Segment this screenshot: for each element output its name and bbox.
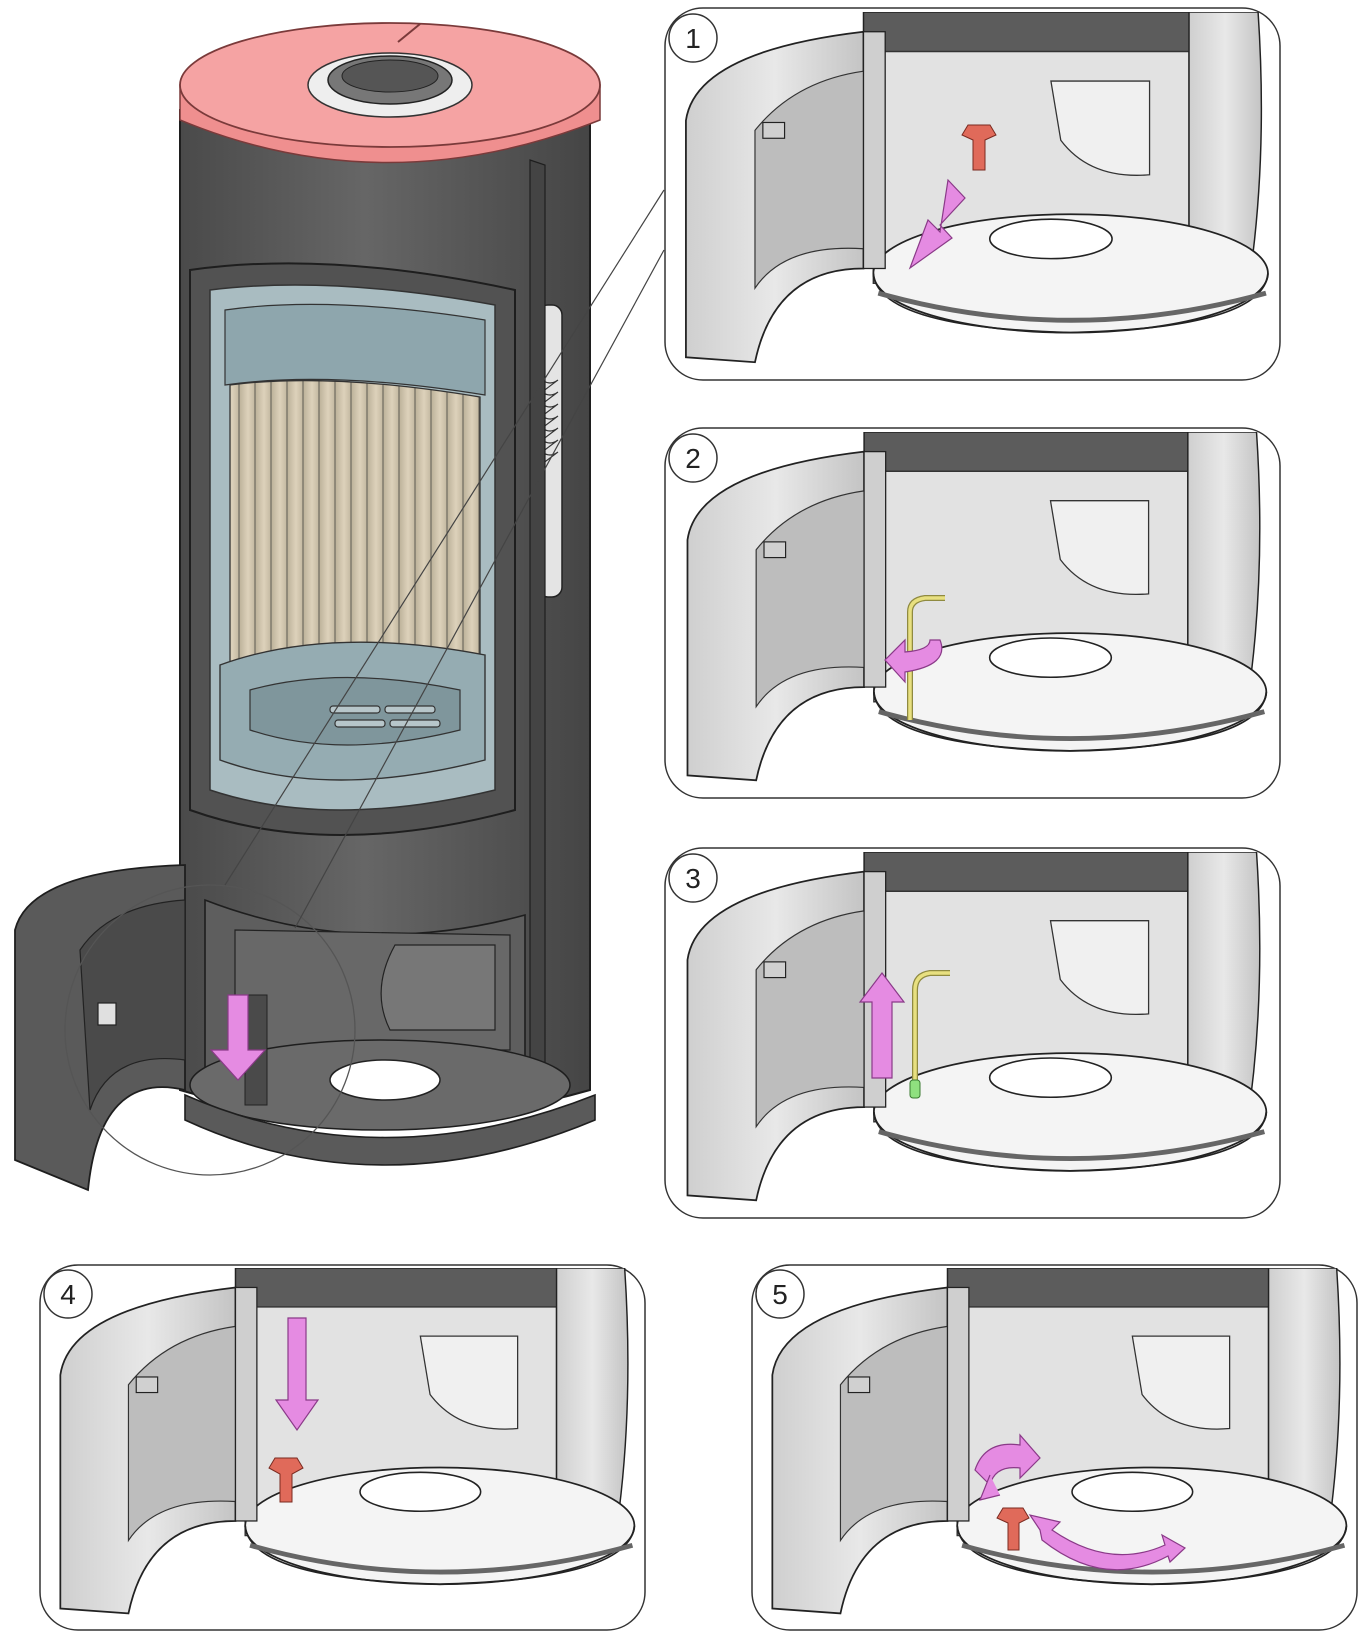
diagonal-arrow-icon [908,178,966,270]
step-number-5: 5 [772,1279,788,1310]
down-arrow-icon [274,1317,320,1432]
step-number-badge [668,433,718,483]
bolt-icon [961,124,997,171]
firebrick-lining [229,379,481,666]
bolt-icon [268,1457,304,1503]
step-number-4: 4 [60,1279,76,1310]
step-number-2: 2 [685,443,701,474]
step-number-badge [43,1269,93,1319]
step-number-badge [668,853,718,903]
step-number-3: 3 [685,863,701,894]
step-panel-4: 4 [39,1264,646,1631]
rotate-arrow-icon [974,1433,1041,1487]
bolt-icon [996,1507,1030,1551]
step-panel-1: 1 [664,7,1281,381]
main-stove [14,22,665,1192]
step-panel-3: 3 [664,847,1281,1219]
up-arrow-icon [858,972,906,1079]
step-number-badge [668,13,718,63]
detail-magnifier-circle [64,884,356,1176]
rotate-arrow-icon [884,638,943,684]
step-panel-5: 5 [751,1264,1358,1631]
step-number-1: 1 [685,23,701,54]
step-number-badge [755,1269,805,1319]
curved-double-arrow-icon [1028,1514,1187,1571]
step-panel-2: 2 [664,427,1281,799]
down-arrow-icon [209,994,267,1081]
